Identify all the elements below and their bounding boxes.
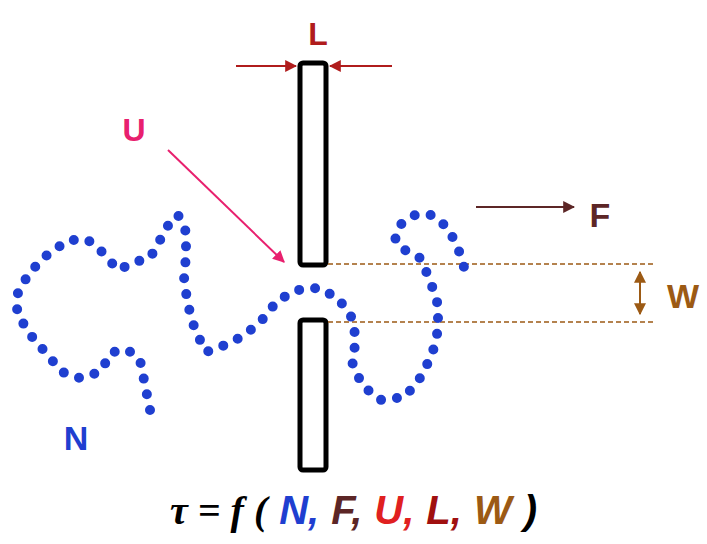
width-guide	[328, 321, 655, 323]
membrane-wall	[300, 63, 326, 265]
thickness-label: L	[308, 18, 328, 50]
formula-term: W	[474, 490, 512, 530]
formula-row: τ = f ( N, F, U, L, W)	[0, 490, 707, 531]
width-guide	[328, 263, 655, 265]
polymer-chain	[17, 215, 468, 410]
length-label: N	[64, 421, 89, 455]
force-arrow	[476, 206, 574, 208]
formula-term: N,	[279, 490, 319, 530]
formula-term: F,	[331, 490, 362, 530]
thickness-arrow	[236, 65, 296, 67]
formula-head: τ = f (	[170, 491, 267, 531]
thickness-arrow	[330, 65, 392, 67]
width-label: W	[667, 279, 699, 313]
formula-tail: )	[524, 490, 537, 530]
formula-term: L,	[426, 490, 462, 530]
force-label: F	[590, 198, 611, 232]
membrane-wall	[300, 320, 326, 470]
formula-term: U,	[374, 490, 414, 530]
potential-label: U	[122, 114, 145, 146]
width-arrow	[639, 272, 641, 314]
